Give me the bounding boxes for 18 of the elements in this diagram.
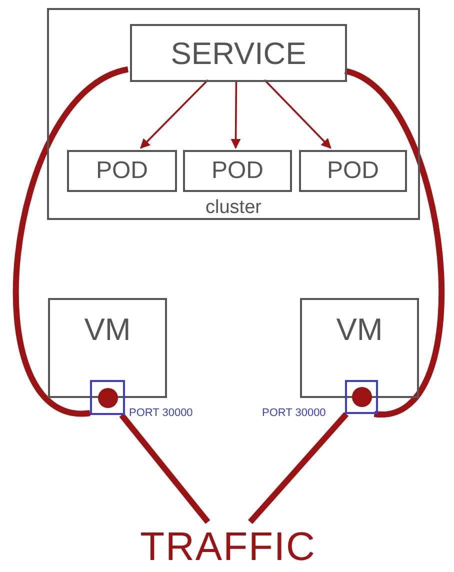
cluster-label: cluster bbox=[206, 198, 262, 217]
node-label: SERVICE bbox=[170, 38, 306, 68]
traffic-curve bbox=[248, 412, 349, 524]
port-label: PORT 30000 bbox=[129, 408, 193, 419]
traffic-curve bbox=[119, 413, 210, 524]
arrow bbox=[140, 79, 209, 149]
arrow bbox=[230, 80, 241, 149]
port-label: PORT 30000 bbox=[262, 408, 326, 419]
node-label: POD bbox=[211, 159, 264, 183]
arrow bbox=[264, 79, 332, 149]
node-label: POD bbox=[96, 159, 148, 183]
node-label: VM bbox=[84, 314, 131, 345]
port-square bbox=[345, 380, 378, 414]
traffic-curve bbox=[12, 66, 130, 416]
traffic-label: TRAFFIC bbox=[140, 527, 316, 567]
node-label: VM bbox=[336, 314, 383, 345]
node-label: POD bbox=[326, 159, 379, 183]
port-square bbox=[90, 380, 125, 415]
